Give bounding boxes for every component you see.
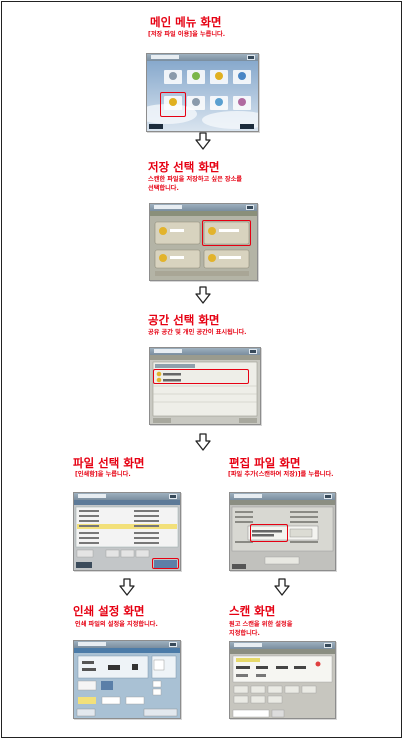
edit-file-desc: [파일 추가(스캔하여 저장)]를 누릅니다. [228,471,334,478]
print-button-highlight[interactable] [152,558,179,569]
storage-select-desc-2: 선택합니다. [148,185,179,192]
down-arrow-icon [195,286,211,304]
file-select-screenshot [73,492,181,571]
main-menu-title: 메인 메뉴 화면 [150,15,222,29]
scan-desc-2: 지정합니다. [229,630,260,637]
stored-file-button-highlight[interactable] [160,92,186,117]
edit-file-screenshot [229,492,336,571]
space-select-screenshot [149,347,261,425]
scan-screenshot [229,641,336,719]
space-select-title: 공간 선택 화면 [148,313,220,327]
file-select-title: 파일 선택 화면 [73,456,145,470]
space-select-desc: 공유 공간 및 개인 공간이 표시됩니다. [148,329,247,336]
print-settings-screenshot [73,640,181,719]
storage-select-desc-1: 스캔한 파일을 저장하고 싶은 장소를 [148,176,243,183]
down-arrow-icon [274,578,290,596]
print-settings-desc: 인쇄 파일의 설정을 지정합니다. [75,621,158,628]
storage-select-title: 저장 선택 화면 [148,160,220,174]
down-arrow-icon [195,433,211,451]
print-settings-title: 인쇄 설정 화면 [73,604,145,618]
scan-desc-1: 원고 스캔을 위한 설정을 [229,621,293,628]
storage-select-screenshot [149,203,258,281]
add-file-button-highlight[interactable] [250,524,288,542]
edit-file-title: 편집 파일 화면 [229,456,301,470]
box-button-highlight[interactable] [202,220,251,246]
space-list-highlight[interactable] [153,369,249,384]
down-arrow-icon [119,578,135,596]
down-arrow-icon [195,132,211,150]
main-menu-screenshot [146,53,259,132]
file-select-desc: [인쇄함]을 누릅니다. [75,471,131,478]
scan-title: 스캔 화면 [229,604,276,618]
main-menu-desc: [저장 파일 이용]을 누릅니다. [148,31,226,38]
